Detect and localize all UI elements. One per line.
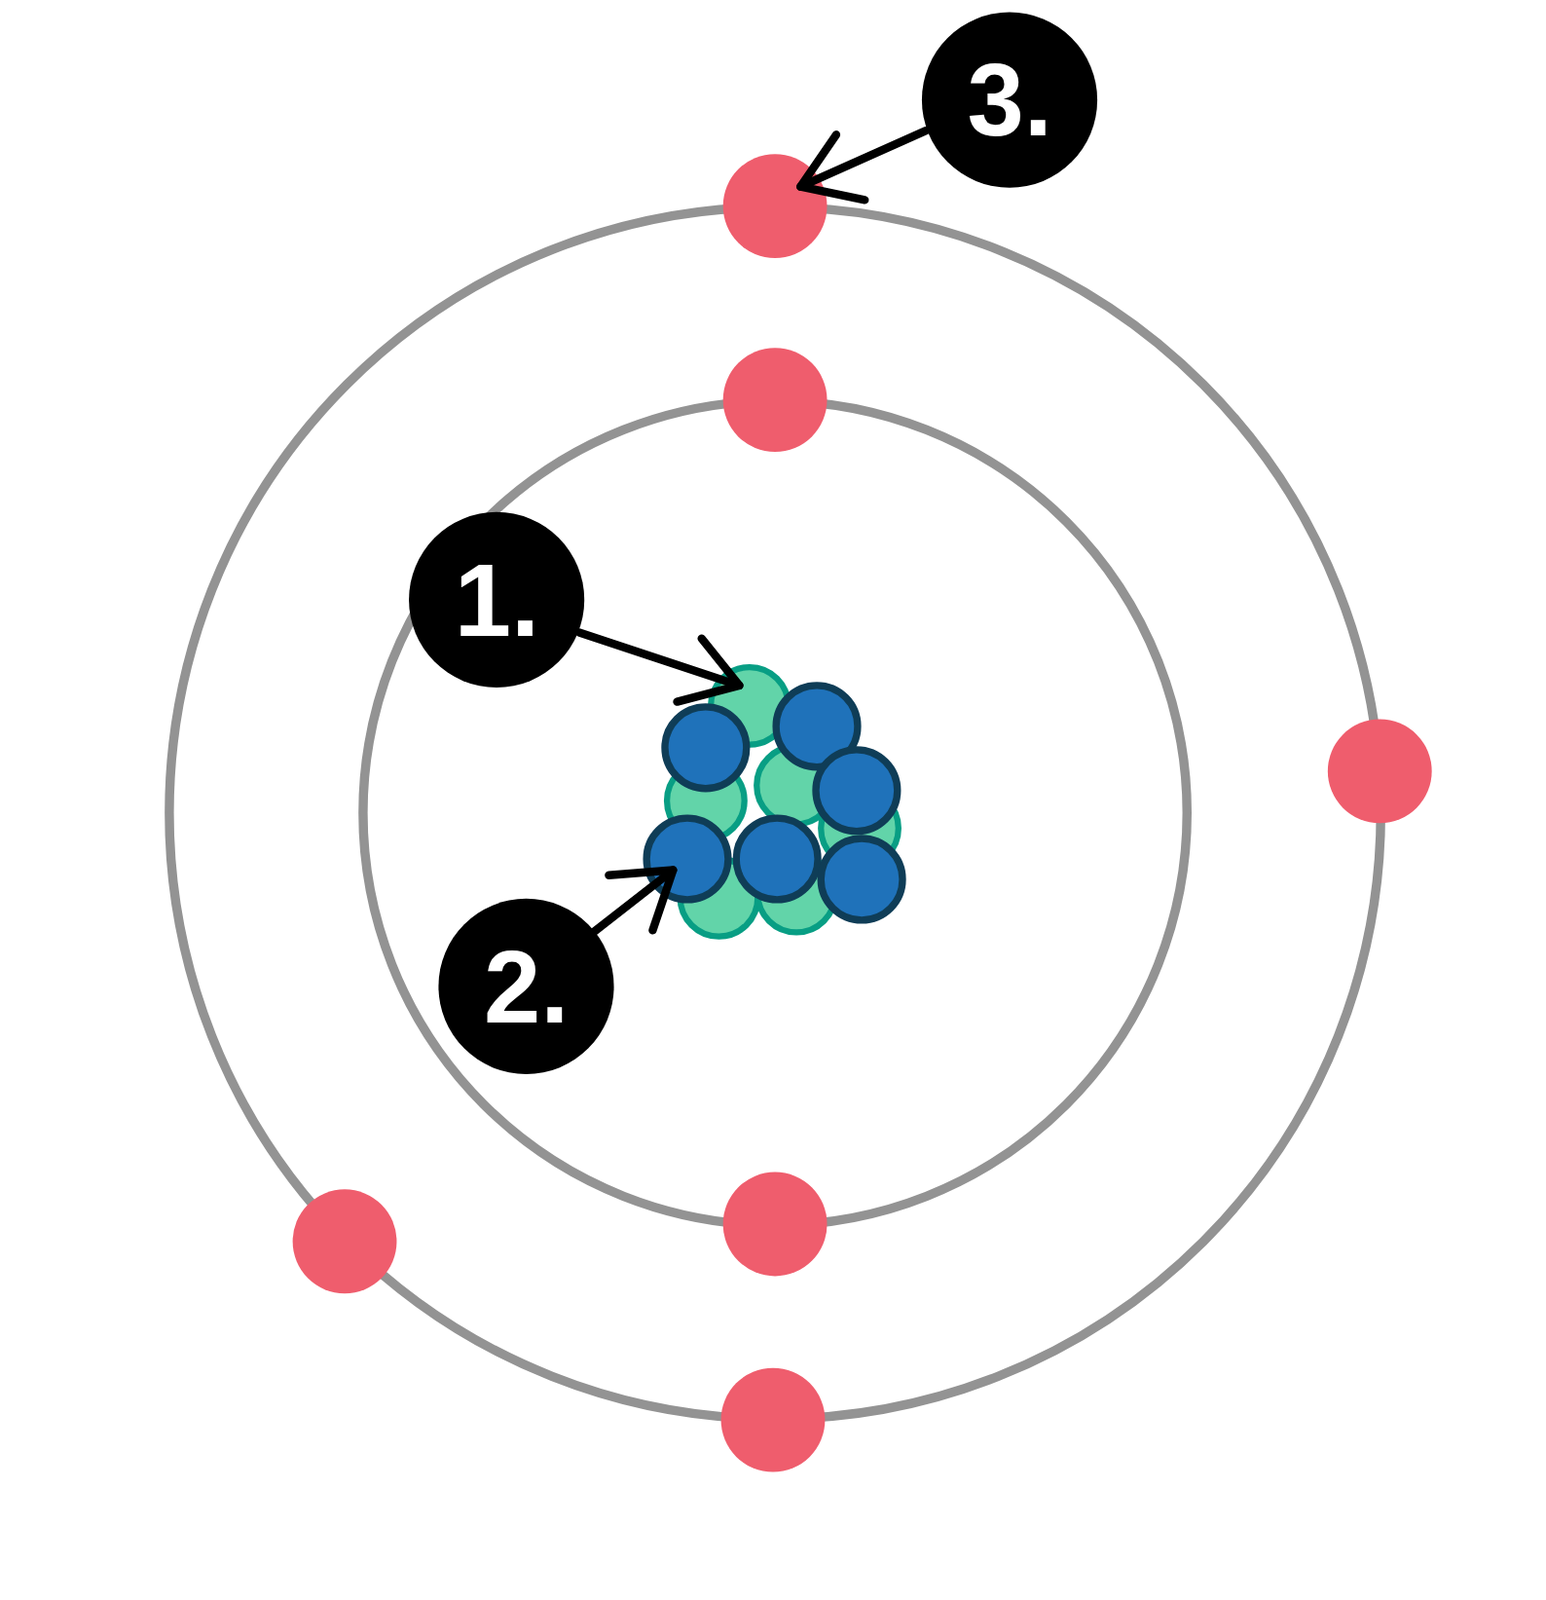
outer-shell xyxy=(169,207,1381,1419)
callout-number: 2. xyxy=(483,935,569,1038)
callout-number: 1. xyxy=(454,549,540,652)
callout-number: 3. xyxy=(967,48,1053,151)
leader-arrows xyxy=(579,130,926,931)
protons xyxy=(646,685,903,921)
electrons xyxy=(293,153,1433,1472)
callout-badges xyxy=(408,12,1098,1074)
inner-shell xyxy=(363,401,1187,1225)
